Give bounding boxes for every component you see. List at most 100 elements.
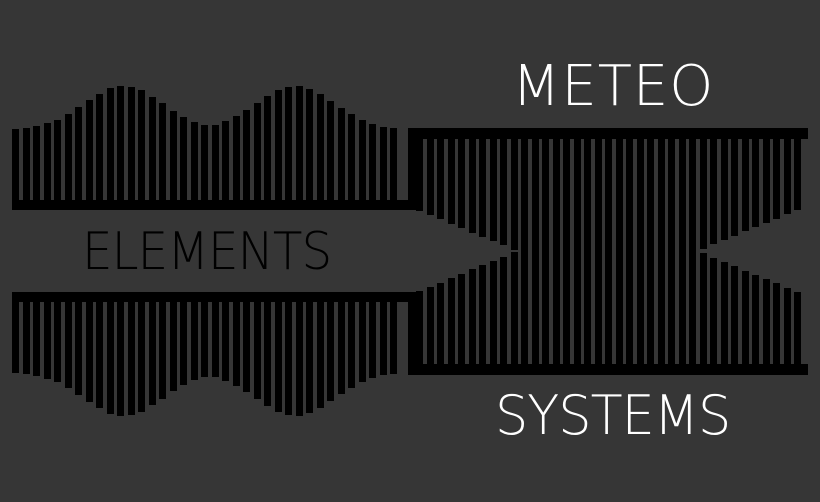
left-lower-bar [275,302,282,412]
left-upper-bar [170,111,177,200]
left-lower-right-post [408,292,418,372]
meteo-text: METEO [512,54,715,119]
left-upper-bar [54,120,61,200]
right-lower-bar [731,266,738,364]
left-upper-bar [138,90,145,200]
right-lower-bar [616,219,623,364]
left-lower-bar [380,302,387,375]
right-upper-bar [710,139,717,244]
left-lower-bar [23,302,30,374]
left-lower-bar [180,302,187,385]
right-upper-bar [595,139,602,284]
left-lower-bar [233,302,240,386]
right-upper-bar [437,139,444,219]
right-upper-bar [469,139,476,233]
left-lower-bar [33,302,40,376]
left-upper-bar [306,89,313,200]
right-upper-bar [616,139,623,283]
right-lower-bar [773,283,780,364]
right-bottom-band [408,364,808,375]
right-lower-bar [532,244,539,364]
right-lower-bar [595,218,602,364]
left-upper-right-post [408,130,418,210]
left-upper-bar [128,87,135,200]
left-lower-bar [75,302,82,395]
right-lower-bar [469,269,476,364]
left-upper-bar [338,108,345,200]
right-lower-bar [563,231,570,364]
right-upper-bar [700,139,707,249]
right-lower-bar [458,274,465,364]
left-lower-bar [212,302,219,377]
left-lower-top-band [12,292,418,302]
right-lower-bar [574,226,581,364]
left-upper-bar [180,117,187,200]
left-lower-bar [159,302,166,399]
left-lower-bar [128,302,135,415]
left-upper-bar [159,103,166,200]
right-lower-bar [511,252,518,364]
left-upper-bar [212,125,219,200]
right-lower-bars [416,214,801,364]
right-lower-bar [500,257,507,364]
left-upper-bar [296,86,303,200]
left-upper-bar [44,123,51,200]
right-upper-bar [658,139,665,266]
right-upper-bar [500,139,507,245]
right-upper-bar [689,139,696,253]
left-lower-bar [65,302,72,388]
right-upper-bar [794,139,801,210]
left-lower-bar [285,302,292,415]
right-upper-bar [784,139,791,214]
right-lower-bar [521,248,528,364]
right-lower-bar [605,214,612,364]
right-lower-bar [542,239,549,364]
right-lower-bar [490,261,497,364]
left-lower-bar [170,302,177,391]
right-lower-bar [584,222,591,364]
left-lower-bar [54,302,61,382]
left-lower-bar [390,302,397,374]
left-upper-bar [201,125,208,200]
left-upper-bar [243,110,250,200]
left-upper-bar [285,87,292,200]
left-upper-bar [191,122,198,200]
left-upper-base-band [12,200,418,210]
left-upper-bar [23,128,30,200]
right-upper-bar [731,139,738,236]
right-upper-bar [553,139,560,267]
elements-text: ELEMENTS [82,222,332,282]
left-upper-bar [96,94,103,200]
left-upper-bar [117,86,124,200]
left-lower-bar [107,302,114,414]
right-lower-bar [700,253,707,364]
right-upper-bar [448,139,455,224]
right-lower-bar [647,232,654,364]
right-upper-bar [637,139,644,274]
left-lower-bar-group [12,292,418,416]
left-lower-bar [338,302,345,394]
right-upper-bar [490,139,497,241]
left-upper-bar [12,129,19,200]
left-lower-bars [12,302,397,416]
right-upper-bars [416,139,801,288]
right-lower-bar [721,262,728,364]
right-lower-bar [794,292,801,364]
left-lower-bar [296,302,303,416]
right-upper-bar [521,139,528,254]
left-upper-bar [75,107,82,200]
right-lower-bar [784,288,791,364]
left-upper-bar [317,94,324,200]
left-upper-bar [149,97,156,200]
left-lower-bar [369,302,376,378]
right-lower-bar [742,271,749,364]
left-lower-bar [222,302,229,381]
right-upper-bar [458,139,465,228]
right-upper-bar [563,139,570,271]
right-lower-bar [479,265,486,364]
right-upper-bar [763,139,770,223]
right-lower-bar [658,236,665,364]
right-upper-bar [626,139,633,279]
